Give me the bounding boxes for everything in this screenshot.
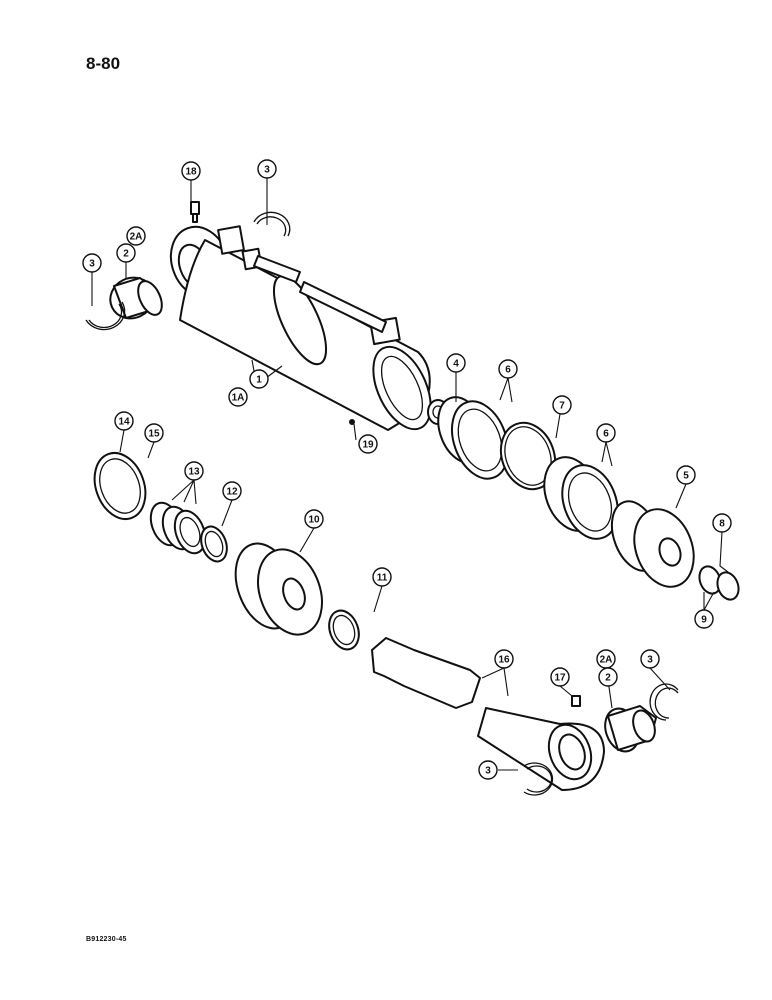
callout-2a-upper: 2A bbox=[126, 226, 146, 246]
svg-text:8: 8 bbox=[719, 519, 725, 530]
callout-16: 16 bbox=[494, 649, 514, 669]
callout-17: 17 bbox=[550, 667, 570, 687]
grease-fitting-upper bbox=[190, 201, 200, 223]
svg-text:3: 3 bbox=[89, 259, 95, 270]
callout-6-lower: 6 bbox=[596, 423, 616, 443]
callout-2-lower: 2 bbox=[598, 667, 618, 687]
svg-text:10: 10 bbox=[308, 515, 320, 526]
rod-seal-set bbox=[149, 501, 207, 555]
callout-3-top: 3 bbox=[257, 159, 277, 179]
wear-ring-lower bbox=[543, 456, 619, 540]
svg-text:3: 3 bbox=[485, 766, 491, 777]
grease-fitting-lower bbox=[571, 695, 581, 707]
svg-text:2: 2 bbox=[605, 673, 611, 684]
callout-9: 9 bbox=[694, 609, 714, 629]
callout-13: 13 bbox=[184, 461, 204, 481]
retaining-ring-bottom bbox=[523, 762, 554, 796]
callout-7: 7 bbox=[552, 395, 572, 415]
svg-text:18: 18 bbox=[185, 167, 197, 178]
callout-2-upper: 2 bbox=[116, 243, 136, 263]
callout-8: 8 bbox=[712, 513, 732, 533]
svg-text:3: 3 bbox=[264, 165, 270, 176]
svg-text:11: 11 bbox=[377, 573, 388, 584]
callout-19: 19 bbox=[358, 434, 378, 454]
callout-12: 12 bbox=[222, 481, 242, 501]
svg-text:15: 15 bbox=[148, 429, 160, 440]
plug bbox=[349, 419, 355, 425]
svg-text:2A: 2A bbox=[130, 232, 143, 243]
svg-text:6: 6 bbox=[505, 365, 511, 376]
callout-4: 4 bbox=[446, 353, 466, 373]
o-ring-gland bbox=[328, 609, 360, 651]
callout-10: 10 bbox=[304, 509, 324, 529]
retaining-ring-top bbox=[253, 211, 291, 237]
svg-text:9: 9 bbox=[701, 615, 707, 626]
gland bbox=[234, 542, 323, 636]
callout-3-right: 3 bbox=[640, 649, 660, 669]
svg-text:6: 6 bbox=[603, 429, 609, 440]
callout-2a-lower: 2A bbox=[596, 649, 616, 669]
callout-6-upper: 6 bbox=[498, 359, 518, 379]
bushing-lower-right bbox=[604, 705, 657, 753]
svg-text:7: 7 bbox=[559, 401, 565, 412]
callout-11: 11 bbox=[372, 567, 392, 587]
wear-ring-upper bbox=[437, 396, 510, 480]
callout-3-left: 3 bbox=[82, 253, 102, 273]
bushing-upper-left bbox=[109, 276, 163, 320]
piston bbox=[610, 500, 695, 588]
cylinder-barrel bbox=[169, 225, 432, 431]
svg-text:19: 19 bbox=[362, 440, 374, 451]
callout-1a: 1A bbox=[228, 387, 248, 407]
callout-18: 18 bbox=[181, 161, 201, 181]
svg-text:17: 17 bbox=[554, 673, 566, 684]
piston-rod bbox=[371, 637, 605, 791]
svg-text:1A: 1A bbox=[232, 393, 245, 404]
backup-ring bbox=[200, 525, 228, 563]
svg-text:3: 3 bbox=[647, 655, 653, 666]
callout-5: 5 bbox=[676, 465, 696, 485]
retaining-ring-right bbox=[649, 683, 679, 721]
svg-text:16: 16 bbox=[498, 655, 510, 666]
page-number: 8-80 bbox=[86, 54, 121, 73]
svg-text:14: 14 bbox=[118, 417, 130, 428]
svg-text:12: 12 bbox=[226, 487, 238, 498]
svg-text:13: 13 bbox=[188, 467, 200, 478]
callout-3-bottom: 3 bbox=[478, 760, 498, 780]
retaining-ring-left bbox=[85, 301, 126, 331]
o-ring-piston bbox=[499, 421, 557, 491]
svg-text:1: 1 bbox=[256, 375, 262, 386]
svg-text:4: 4 bbox=[453, 359, 459, 370]
retaining-ring-gland bbox=[93, 452, 147, 520]
svg-text:2A: 2A bbox=[600, 655, 613, 666]
callout-15: 15 bbox=[144, 423, 164, 443]
svg-text:2: 2 bbox=[123, 249, 129, 260]
callout-1: 1 bbox=[249, 369, 269, 389]
leader-lines bbox=[91, 178, 729, 771]
seal-ring bbox=[698, 565, 740, 601]
figure-code: B912230-45 bbox=[86, 936, 127, 943]
svg-text:5: 5 bbox=[683, 471, 689, 482]
callout-14: 14 bbox=[114, 411, 134, 431]
